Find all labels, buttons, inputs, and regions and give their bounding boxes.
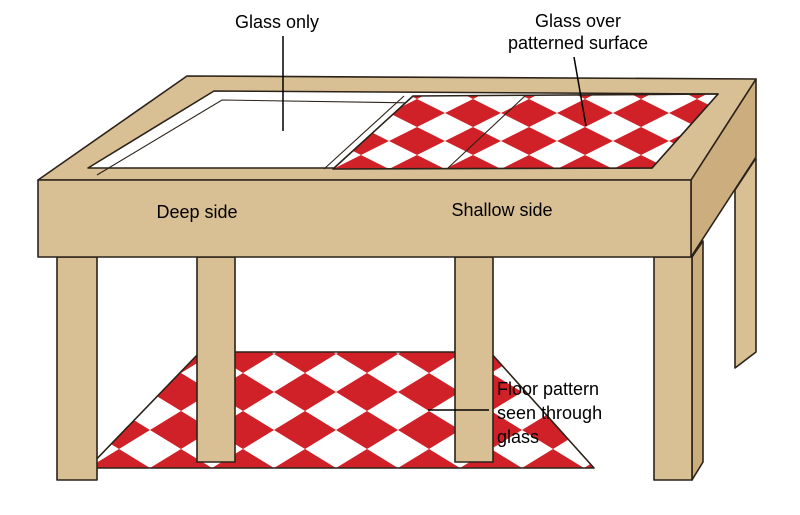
table-leg-front-right-side [691,240,704,481]
table-leg-front-left [56,256,98,481]
floor-pattern-label-line2: seen through [497,403,602,423]
shallow-side-label: Shallow side [451,200,552,220]
table-leg-front-right [653,256,693,481]
table-front-apron [37,179,692,258]
glass-over-pattern-leader-line [573,56,587,127]
floor-pattern-label-line3: glass [497,427,539,447]
glass-over-pattern-label-line1: Glass over [535,11,621,31]
table-leg-inner-left [196,256,236,463]
patterned-board-edge [323,95,405,170]
shallow-side-checkerboard [332,93,719,170]
table-leg-back-right [734,157,757,369]
deep-side-label: Deep side [156,202,237,222]
glass-panel-seam [447,94,527,169]
frame-inner-wall-edge [96,99,419,176]
floor-pattern-label-line1: Floor pattern [497,379,599,399]
glass-only-label: Glass only [235,12,319,32]
table-leg-inner-right [454,256,494,463]
glass-over-pattern-label-line2: patterned surface [508,33,648,53]
